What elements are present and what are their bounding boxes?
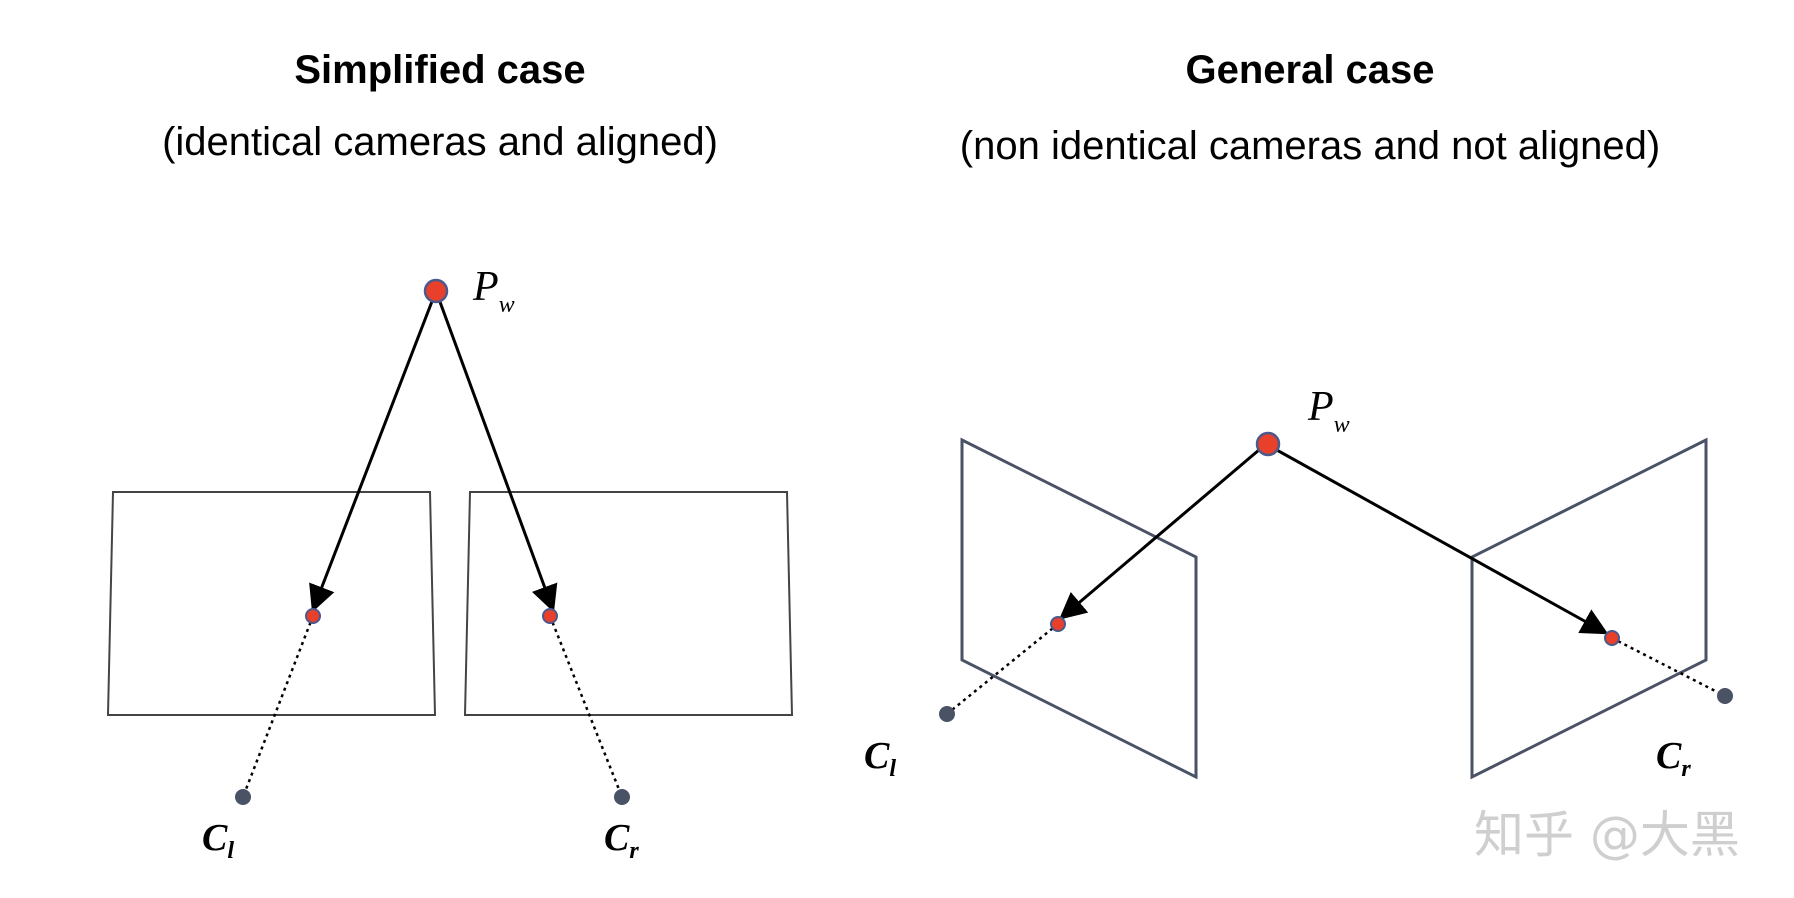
left-ray-right (434, 290, 558, 613)
right-subtitle: (non identical cameras and not aligned) (959, 124, 1661, 168)
right-cr-label: Cr (1656, 735, 1691, 782)
left-image-point-left (305, 608, 321, 624)
left-image-plane-left (106, 491, 437, 716)
left-cr-label: Cr (604, 817, 639, 864)
right-image-plane-right (1470, 437, 1708, 780)
left-ray-left (309, 290, 438, 613)
right-image-plane-left (960, 437, 1198, 780)
right-camera-center-left (939, 706, 955, 722)
right-ray-right (1265, 442, 1609, 635)
right-image-point-left (1050, 616, 1066, 632)
left-dotted-left (241, 615, 315, 798)
left-camera-center-right (614, 789, 630, 805)
left-title: Simplified case (294, 48, 586, 92)
right-ray-left (1058, 442, 1267, 620)
right-pw-label: Pw (1307, 384, 1350, 438)
left-image-point-right (542, 608, 558, 624)
left-camera-center-left (235, 789, 251, 805)
right-title: General case (1185, 48, 1435, 92)
left-cl-label: Cl (202, 817, 234, 864)
right-dotted-left (946, 623, 1059, 715)
watermark: 知乎 @大黑 (1474, 806, 1740, 864)
right-image-point-right (1604, 630, 1620, 646)
left-subtitle: (identical cameras and aligned) (162, 120, 718, 164)
right-camera-center-right (1717, 688, 1733, 704)
left-image-plane-right (463, 491, 794, 716)
left-dotted-right (548, 615, 624, 798)
left-world-point (423, 278, 449, 304)
right-dotted-right (1611, 636, 1726, 698)
right-cl-label: Cl (864, 735, 896, 782)
left-pw-label: Pw (472, 264, 515, 318)
right-world-point (1255, 431, 1281, 457)
